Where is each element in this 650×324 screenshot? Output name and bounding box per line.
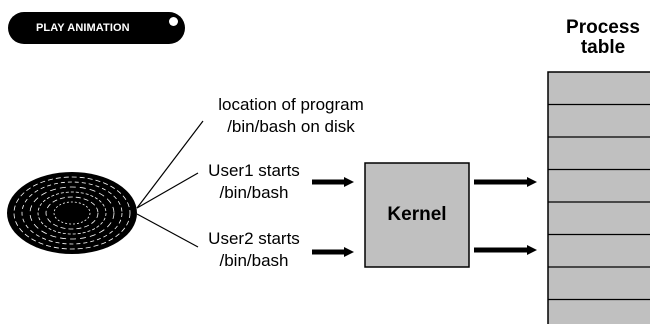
disk-location-line-2: /bin/bash on disk <box>227 117 355 136</box>
connector-line-location <box>136 120 204 209</box>
connector-line-user1 <box>136 172 199 209</box>
indicator-dot-icon <box>169 17 178 26</box>
user1-label: User1 starts /bin/bash <box>196 160 312 204</box>
process-table-title-line-2: table <box>580 37 626 58</box>
kernel-box <box>364 162 470 268</box>
kernel-label: Kernel <box>387 204 447 225</box>
flow-arrows <box>312 177 537 257</box>
user2-label: User2 starts /bin/bash <box>196 228 312 272</box>
disk-connector-lines <box>136 120 204 248</box>
disk-location-line-1: location of program <box>218 95 364 114</box>
process-table-title-line-1: Process <box>566 17 640 38</box>
user2-label-line-2: /bin/bash <box>219 251 289 270</box>
user1-label-line-2: /bin/bash <box>219 183 289 202</box>
process-table <box>547 71 650 324</box>
user1-label-line-1: User1 starts <box>208 161 300 180</box>
process-table-title: Process table <box>548 18 650 58</box>
connector-line-user2 <box>136 213 199 248</box>
process-table-frame <box>547 71 650 324</box>
play-animation-label: PLAY ANIMATION <box>36 22 130 34</box>
disk-icon <box>7 172 137 254</box>
disk-location-label: location of program /bin/bash on disk <box>196 94 386 138</box>
play-animation-button[interactable]: PLAY ANIMATION <box>8 12 185 44</box>
user2-label-line-1: User2 starts <box>208 229 300 248</box>
